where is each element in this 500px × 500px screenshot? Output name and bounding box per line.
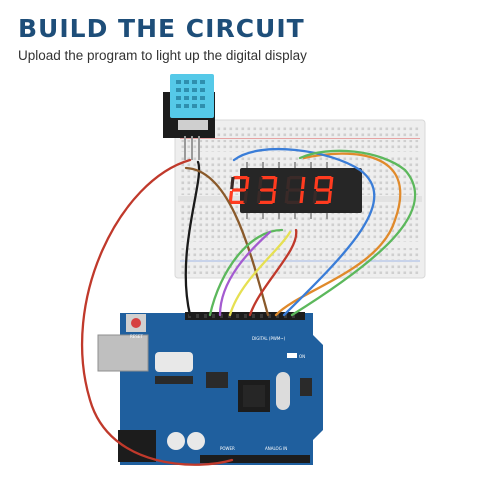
digit-2-segment-c [271, 191, 276, 203]
digit-2-segment-d [258, 200, 273, 205]
digit-2-segment-a [261, 176, 276, 180]
display-digits [228, 176, 334, 205]
digit-2-segment-e [256, 191, 262, 203]
digit-3-segment-b [300, 177, 306, 189]
power-header [200, 455, 310, 463]
capacitor-2 [187, 432, 205, 450]
jumper-wires [80, 148, 417, 466]
digital-pwm-label: DIGITAL (PWM~) [252, 336, 286, 341]
digit-3-segment-g [287, 188, 303, 192]
digit-1-segment-g [231, 188, 247, 192]
digit-1-segment-b [244, 177, 250, 189]
wire-yellow [228, 230, 292, 317]
digit-1-segment-a [233, 176, 248, 180]
digit-4-segment-c [327, 191, 332, 203]
wire-red [80, 158, 234, 466]
digit-3-segment-f [286, 177, 291, 189]
digit-4-segment-f [314, 177, 319, 189]
wire-blue [232, 148, 376, 317]
on-label: ON [299, 354, 305, 359]
digit-3-segment-e [284, 191, 290, 203]
reset-label: RESET [130, 334, 143, 339]
digit-3-segment-d [286, 200, 301, 205]
digit-1-segment-f [230, 177, 235, 189]
wire-red-short [248, 228, 298, 317]
digit-2-segment-g [259, 188, 275, 192]
digit-4-segment-d [314, 200, 329, 205]
digit-3-segment-a [289, 176, 304, 180]
digit-1-segment-c [243, 191, 248, 203]
power-label: POWER [220, 446, 235, 451]
digit-4-segment-a [317, 176, 332, 180]
wire-purple [218, 230, 272, 317]
digit-1-segment-e [228, 191, 234, 203]
crystal-oscillator [155, 352, 193, 372]
digit-4-segment-b [328, 177, 334, 189]
wire-green-right [290, 149, 417, 317]
digit-2-segment-b [272, 177, 278, 189]
wire-orange [274, 152, 402, 317]
analog-in-label: ANALOG IN [265, 446, 287, 451]
usb-port [97, 334, 149, 372]
digit-4-segment-g [315, 188, 331, 192]
arduino-board: RESET DIGITAL (PWM~) ON POWER ANALOG IN [97, 312, 323, 465]
page-title: BUILD THE CIRCUIT [18, 14, 305, 43]
capacitor-1 [167, 432, 185, 450]
page-subtitle: Upload the program to light up the digit… [18, 48, 307, 63]
reset-button [131, 318, 141, 328]
digit-1-segment-d [230, 200, 245, 205]
digit-4-segment-e [312, 191, 318, 203]
wire-green-left [208, 228, 284, 317]
digit-2-segment-f [258, 177, 263, 189]
digit-3-segment-c [299, 191, 304, 203]
sensor-module [163, 74, 215, 160]
seven-segment-display [228, 162, 362, 219]
